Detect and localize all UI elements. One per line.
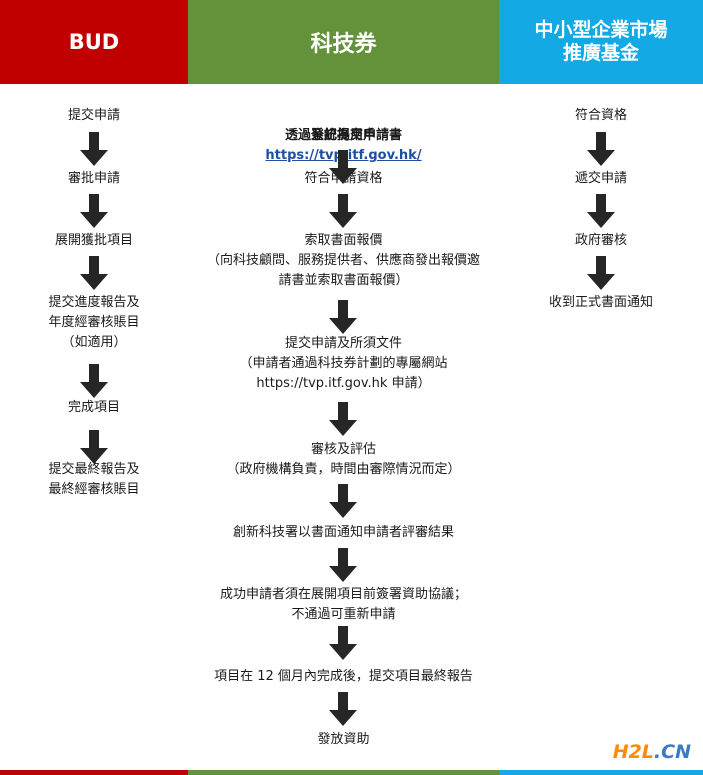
watermark-part1: H2L: [612, 741, 654, 763]
bud-step-2: 審批申請: [67, 171, 120, 186]
down-arrow-icon: [587, 132, 615, 166]
tvp-header: 科技券: [188, 0, 499, 84]
down-arrow-icon: [329, 626, 357, 660]
down-arrow-icon: [329, 150, 357, 184]
site-watermark: H2L.CN: [613, 741, 691, 763]
sme-step-1: 符合資格: [574, 108, 627, 123]
bud-step-6: 提交最終報告及 最終經審核賬目: [48, 462, 140, 497]
tvp-step-7: 項目在 12 個月內完成後，提交項目最終報告: [214, 669, 473, 684]
sme-header-line1: 中小型企業市場: [534, 19, 668, 41]
down-arrow-icon: [329, 548, 357, 582]
down-arrow-icon: [80, 132, 108, 166]
tvp-step-5: 創新科技署以書面通知申請者評審結果: [232, 525, 454, 540]
sme-footer-bar: [499, 770, 703, 775]
tvp-intro-line2: 透過系統提交申請書: [284, 128, 402, 143]
bud-header: BUD: [0, 0, 188, 84]
tvp-header-label: 科技券: [310, 32, 377, 57]
tvp-intro-prefix: 登記為用戶: [310, 128, 376, 143]
down-arrow-icon: [80, 194, 108, 228]
down-arrow-icon: [329, 692, 357, 726]
bud-step-5: 完成項目: [67, 400, 120, 415]
tvp-step-6: 成功申請者須在展開項目前簽署資助協議； 不通過可重新申請: [219, 587, 467, 622]
tvp-step-3: 提交申請及所須文件 （申請者通過科技券計劃的專屬網站 https://tvp.i…: [239, 336, 448, 391]
down-arrow-icon: [80, 256, 108, 290]
bud-step-4: 提交進度報告及 年度經審核賬目 （如適用）: [48, 295, 140, 350]
bud-header-label: BUD: [68, 30, 120, 54]
tvp-step-8: 發放資助: [317, 732, 370, 747]
tvp-footer-bar: [188, 770, 499, 775]
down-arrow-icon: [329, 402, 357, 436]
down-arrow-icon: [587, 194, 615, 228]
bud-footer-bar: [0, 770, 188, 775]
down-arrow-icon: [80, 430, 108, 464]
sme-step-2: 遞交申請: [574, 171, 627, 186]
sme-step-4: 收到正式書面通知: [548, 295, 653, 310]
down-arrow-icon: [329, 484, 357, 518]
sme-header-line2: 推廣基金: [562, 42, 639, 64]
down-arrow-icon: [587, 256, 615, 290]
bud-step-3: 展開獲批項目: [54, 233, 133, 248]
down-arrow-icon: [329, 194, 357, 228]
down-arrow-icon: [329, 300, 357, 334]
bud-step-1: 提交申請: [67, 108, 120, 123]
tvp-step-4: 審核及評估 （政府機構負責，時間由審際情況而定）: [226, 442, 461, 477]
sme-step-3: 政府審核: [574, 233, 627, 248]
watermark-part2: .CN: [653, 741, 691, 763]
down-arrow-icon: [80, 364, 108, 398]
sme-header: 中小型企業市場 推廣基金: [499, 0, 703, 84]
tvp-step-2: 索取書面報價 （向科技顧問、服務提供者、供應商發出報價邀 請書並索取書面報價）: [206, 233, 480, 288]
